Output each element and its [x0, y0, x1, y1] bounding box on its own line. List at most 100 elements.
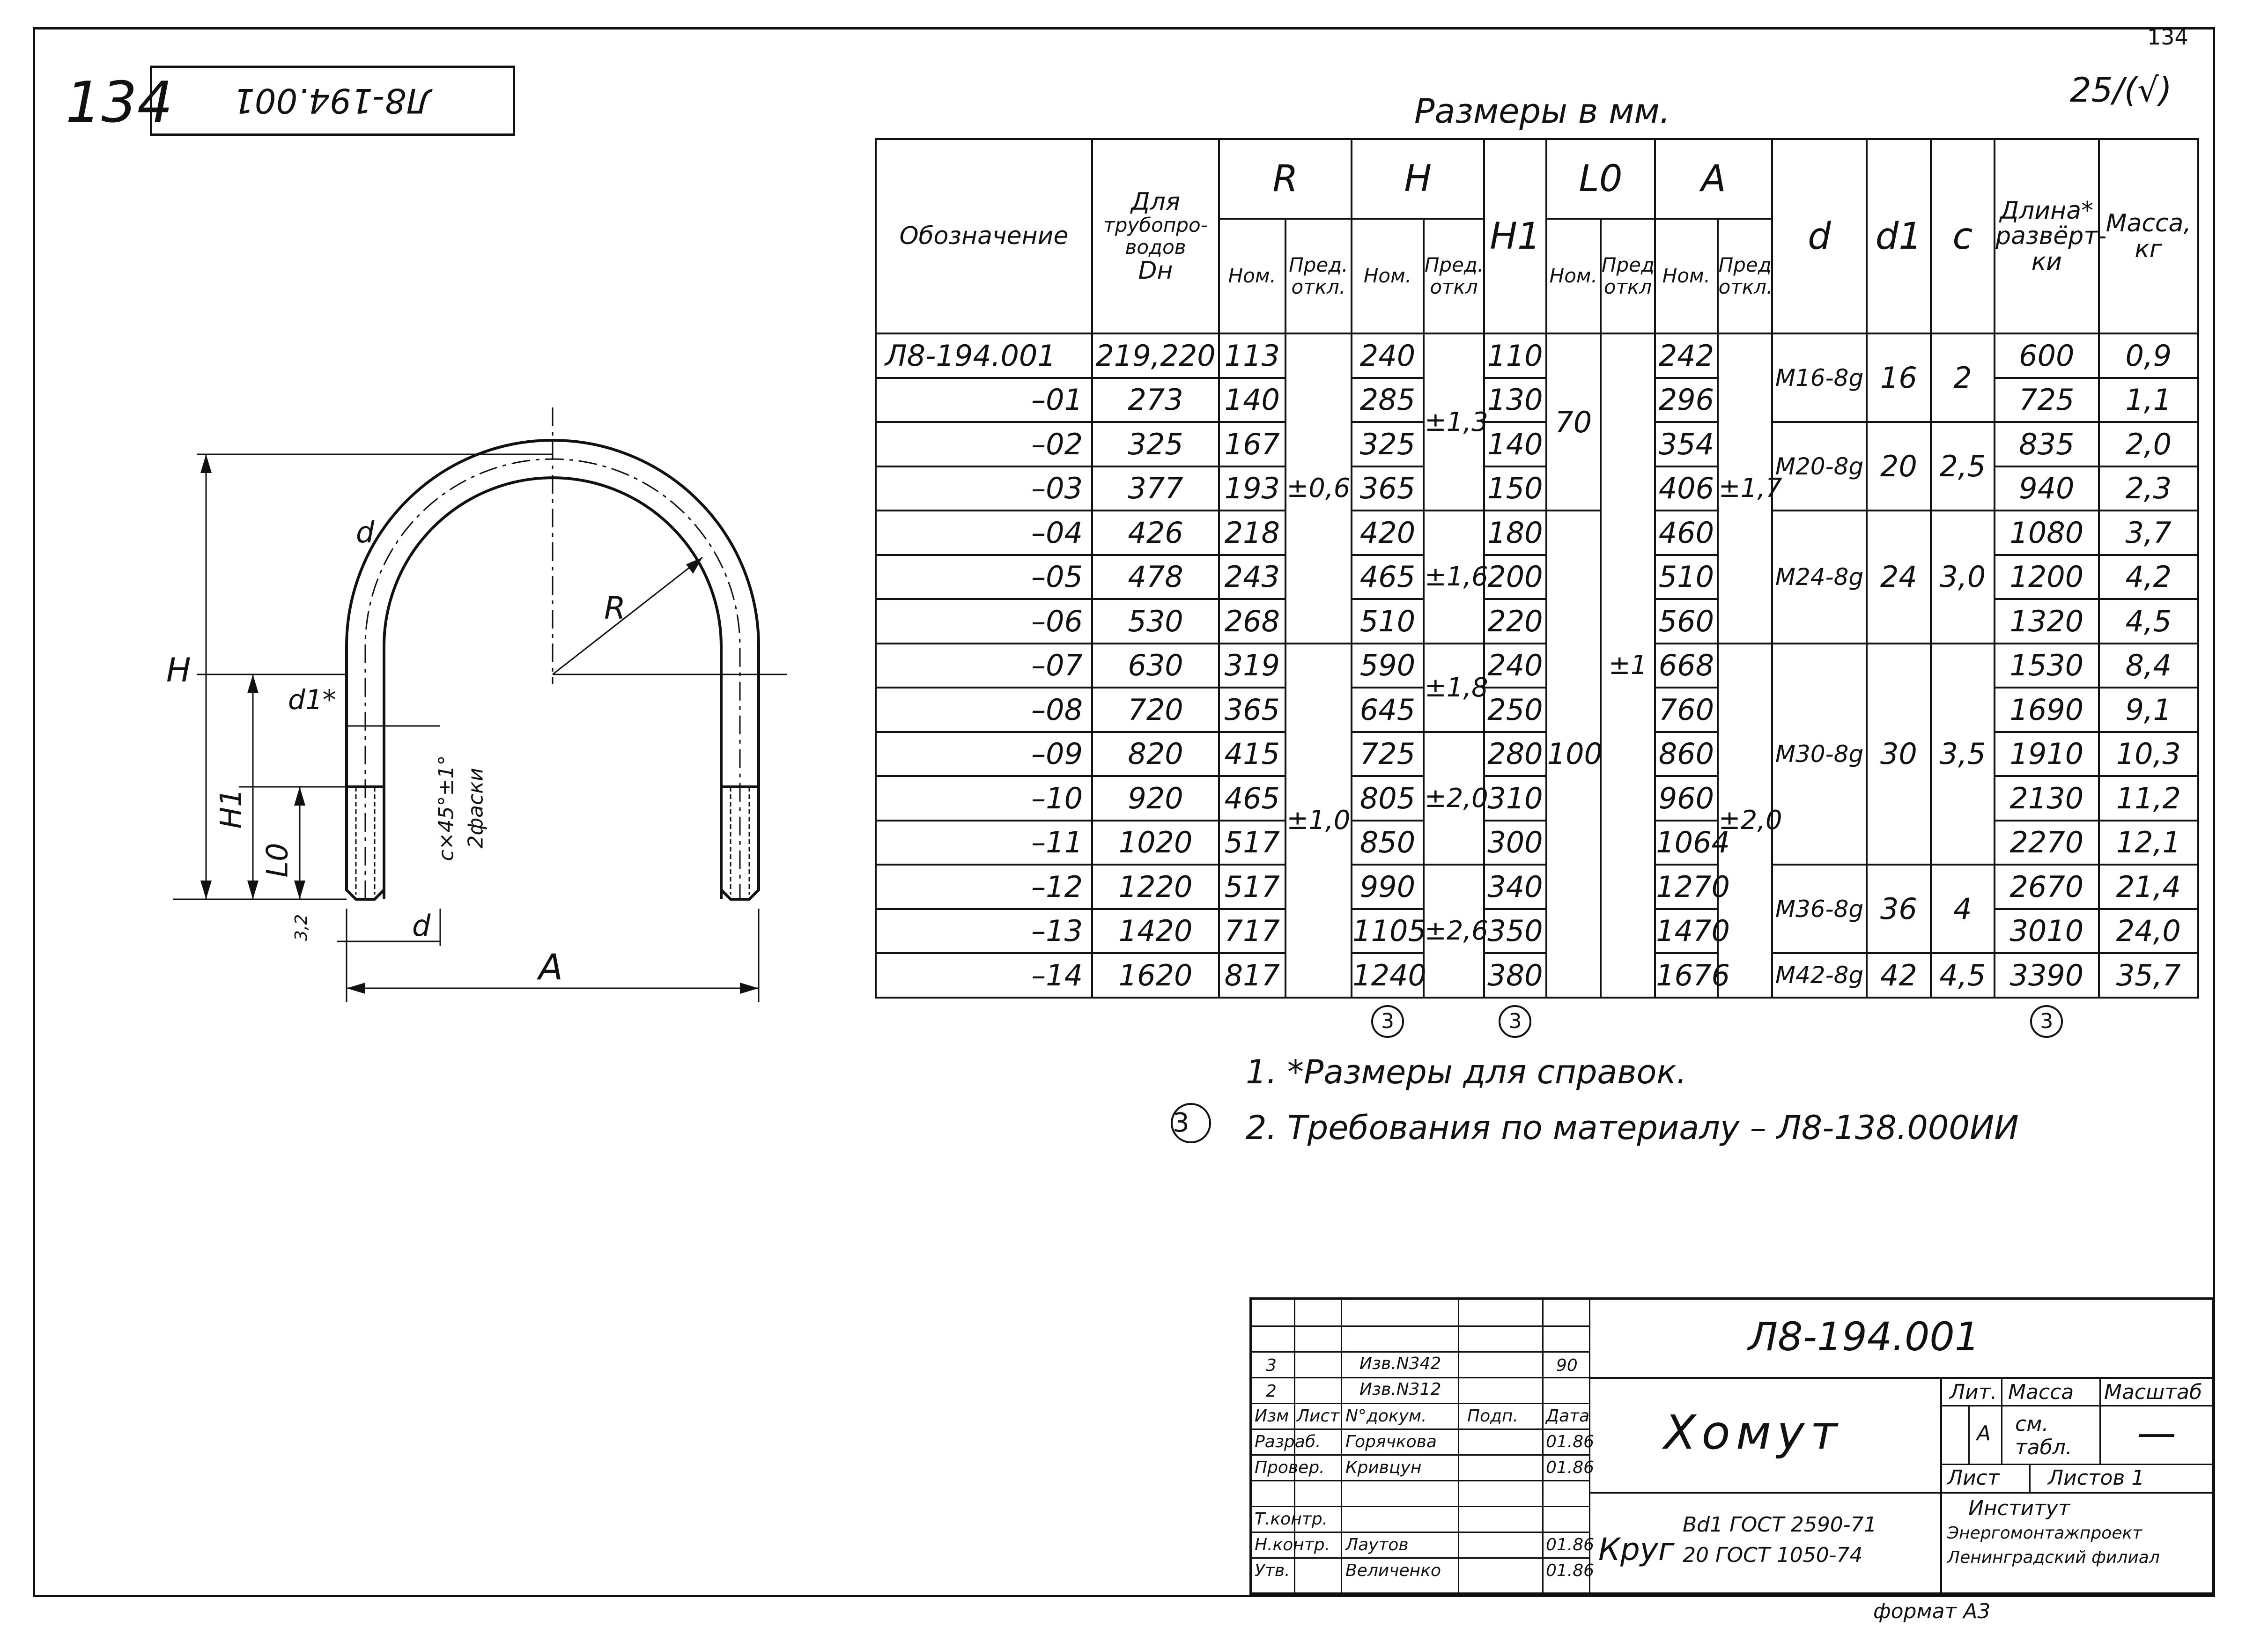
cell-a: 960: [1654, 775, 1719, 822]
cell-h: 365: [1351, 465, 1425, 511]
cell-d1: 16: [1866, 333, 1932, 423]
cell-mass: 8,4: [2098, 642, 2200, 688]
cell-length: 600: [1994, 333, 2100, 379]
label-H1: H1: [214, 788, 248, 829]
cell-a: 860: [1654, 731, 1719, 777]
cell-h: 1105: [1351, 908, 1426, 954]
header-mass: Масса, кг: [2098, 138, 2200, 334]
header-mass-line1: Масса,: [2105, 209, 2191, 237]
cell-r: 817: [1218, 952, 1286, 999]
table-row: –05 478 243 465 200 510 1200 4,2: [874, 554, 2200, 600]
role-developer: Разраб.: [1255, 1432, 1321, 1451]
cell-h: 645: [1351, 687, 1425, 733]
cell-designation: –10: [874, 775, 1093, 822]
cell-r: 193: [1218, 465, 1286, 511]
org-line1: Институт: [1968, 1496, 2070, 1520]
rev2-doc: Изв.N312: [1359, 1380, 1441, 1399]
cell-r: 140: [1218, 377, 1286, 423]
cell-r: 365: [1218, 687, 1286, 733]
cell-h: 590: [1351, 642, 1425, 688]
cell-c: 4,5: [1929, 952, 1996, 999]
cell-d1: 42: [1866, 952, 1932, 999]
cell-h1: 150: [1483, 465, 1547, 511]
table-row: –14 1620 817 1240 380 1676 M42-8g 42 4,5…: [874, 952, 2200, 999]
cell-dn: 377: [1091, 465, 1220, 511]
header-A-tol-line2: откл.: [1718, 275, 1773, 298]
table-row: Л8-194.001 219,220 113 ±0,6 240 ±1,3 110…: [874, 333, 2200, 999]
note-change-mark: 3: [1171, 1103, 1211, 1143]
date-approver: 01.86: [1546, 1561, 1595, 1580]
lit-value: А: [1977, 1421, 1991, 1445]
cell-h-tol: ±1,3: [1422, 333, 1488, 511]
cell-d: M20-8g: [1771, 421, 1868, 511]
table-row: –01 273 140 285 130 296 725 1,1: [874, 377, 2200, 423]
cell-c: 3,0: [1929, 510, 1996, 644]
rev3-date: 90: [1556, 1356, 1578, 1375]
cell-r: 465: [1218, 775, 1286, 822]
header-for-pipes-line1: Для: [1130, 187, 1181, 216]
cell-designation: –07: [874, 642, 1093, 688]
cell-dn: 426: [1091, 510, 1220, 556]
cell-designation: –02: [874, 421, 1093, 467]
cell-mass: 4,2: [2098, 554, 2200, 600]
cell-length: 2130: [1994, 775, 2100, 822]
role-approver: Утв.: [1255, 1561, 1290, 1580]
cell-h1: 240: [1483, 642, 1547, 688]
cell-dn: 273: [1091, 377, 1220, 423]
table-row: –12 1220 517 990 ±2,6 340 1270 M36-8g 36…: [874, 864, 2200, 999]
header-R-tol-line1: Пред.: [1289, 253, 1348, 277]
doc-number: Л8-194.001: [1748, 1314, 1980, 1360]
label-d-top: d: [356, 515, 375, 549]
material-line1: Bd1 ГОСТ 2590-71: [1683, 1513, 1877, 1537]
cell-dn: 1620: [1091, 952, 1220, 999]
cell-h-tol: ±2,6: [1422, 864, 1488, 999]
cell-h1: 250: [1483, 687, 1547, 733]
cell-a: 760: [1654, 687, 1719, 733]
mass-value-2: табл.: [2015, 1436, 2072, 1459]
header-H-tol-line2: откл: [1430, 275, 1478, 298]
cell-r: 319: [1218, 642, 1286, 688]
cell-length: 1690: [1994, 687, 2100, 733]
date-checker: 01.86: [1546, 1458, 1595, 1477]
cell-length: 3390: [1994, 952, 2100, 999]
cell-dn: 920: [1091, 775, 1220, 822]
cell-h1: 280: [1483, 731, 1547, 777]
stamp-text: Л8-194.001: [233, 81, 432, 120]
header-for-pipes: Для трубопро- водов Dн: [1091, 138, 1220, 334]
cell-designation: –12: [874, 864, 1093, 910]
hdr-izm: Изм: [1255, 1406, 1289, 1426]
cell-designation: –09: [874, 731, 1093, 777]
date-ncontrol: 01.86: [1546, 1535, 1595, 1554]
label-d: d: [412, 909, 431, 943]
header-R-tol: Пред.откл.: [1284, 218, 1353, 334]
cell-c: 2,5: [1929, 421, 1996, 511]
cell-mass: 11,2: [2098, 775, 2200, 822]
cell-a: 1676: [1654, 952, 1730, 999]
cell-length: 835: [1994, 421, 2100, 467]
cell-mass: 1,1: [2098, 377, 2200, 423]
cell-a: 560: [1654, 598, 1719, 644]
rev3-num: 3: [1266, 1356, 1277, 1375]
corner-handwritten-number: 134: [66, 70, 173, 135]
cell-designation: –14: [874, 952, 1093, 999]
cell-a: 668: [1654, 642, 1719, 688]
cell-h: 325: [1351, 421, 1425, 467]
cell-dn: 1220: [1091, 864, 1220, 910]
header-L0-tol-line2: откл: [1603, 275, 1652, 298]
cell-h: 510: [1351, 598, 1425, 644]
cell-dn: 720: [1091, 687, 1220, 733]
cell-length: 1910: [1994, 731, 2100, 777]
header-length-line2: развёрт-: [1995, 222, 2107, 251]
header-R-tol-line2: откл.: [1291, 275, 1346, 298]
mass-label: Масса: [2008, 1380, 2074, 1404]
header-for-pipes-line4: Dн: [1138, 256, 1173, 285]
header-d: d: [1771, 138, 1868, 334]
cell-r: 415: [1218, 731, 1286, 777]
cell-d1: 36: [1866, 864, 1932, 954]
header-for-pipes-line3: водов: [1125, 235, 1186, 259]
cell-h-tol: ±1,6: [1422, 510, 1488, 644]
table-row: –08 720 365 645 250 760 1690 9,1: [874, 687, 2200, 733]
label-R: R: [604, 590, 626, 626]
header-A-tol-line1: Пред: [1718, 253, 1772, 277]
role-ncontrol: Н.контр.: [1255, 1535, 1330, 1554]
